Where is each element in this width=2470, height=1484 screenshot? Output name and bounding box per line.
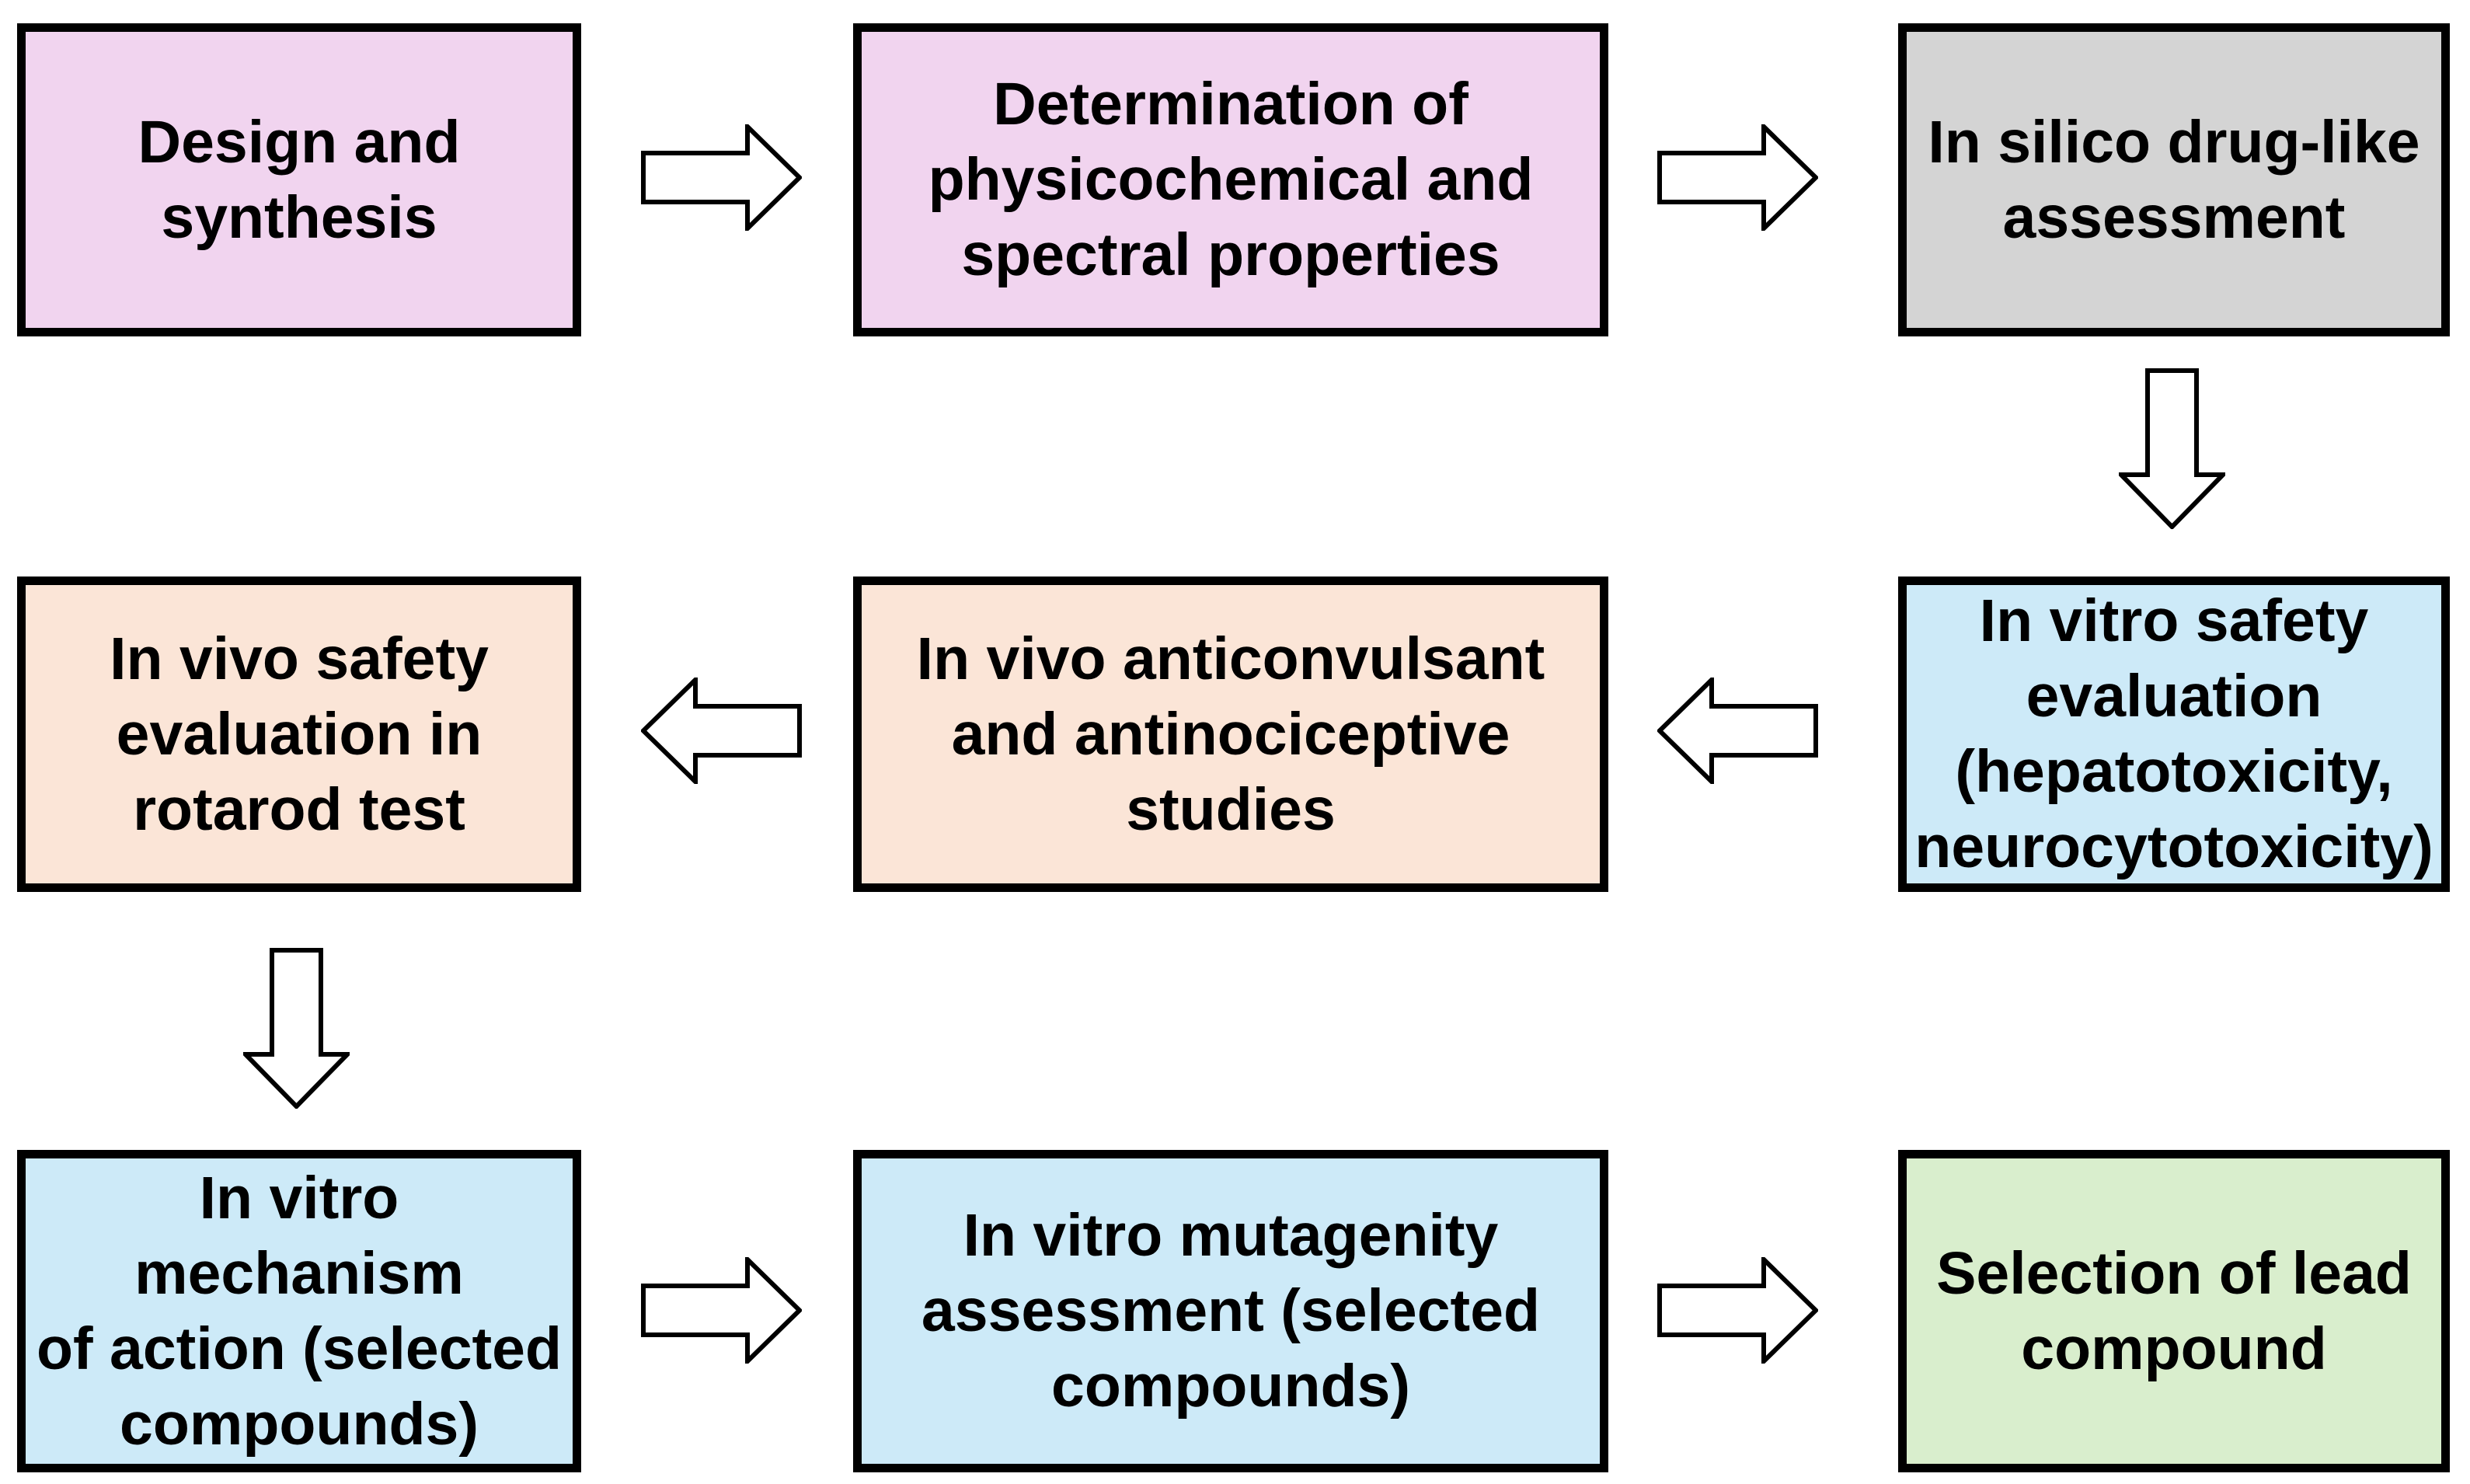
box-text-line: Selection of lead bbox=[1936, 1239, 2412, 1307]
arrow-down-icon bbox=[243, 948, 350, 1109]
box-text-line: assessment bbox=[2002, 183, 2346, 251]
box-text-line: assessment (selected bbox=[921, 1277, 1541, 1344]
box-text-line: In vivo anticonvulsant bbox=[916, 625, 1545, 692]
box-text-line: studies bbox=[1126, 775, 1336, 843]
flow-box-in-vitro-mechanism: In vitro mechanism of action (selected c… bbox=[17, 1150, 581, 1472]
flow-box-design-and-synthesis: Design and synthesis bbox=[17, 23, 581, 336]
arrow-left-icon bbox=[641, 678, 802, 784]
box-text-line: mechanism bbox=[134, 1239, 464, 1307]
box-text-line: neurocytotoxicity) bbox=[1914, 813, 2433, 880]
flow-box-in-vivo-anticonvulsant-studies: In vivo anticonvulsant and antinocicepti… bbox=[853, 577, 1608, 892]
box-text-line: In vitro mutagenity bbox=[963, 1202, 1499, 1269]
box-text-line: compound bbox=[2021, 1315, 2327, 1382]
box-text-line: synthesis bbox=[161, 183, 437, 251]
arrow-left-icon bbox=[1657, 678, 1818, 784]
box-text-line: physicochemical and bbox=[928, 146, 1534, 213]
box-text-line: In vivo safety bbox=[110, 625, 489, 692]
arrow-down-icon bbox=[2119, 368, 2225, 529]
arrow-right-icon bbox=[1657, 1257, 1818, 1364]
box-text-line: Design and bbox=[138, 108, 461, 176]
box-text-line: In vitro bbox=[199, 1164, 399, 1231]
box-text-line: In silico drug-like bbox=[1928, 108, 2420, 176]
box-text-line: compounds) bbox=[1051, 1353, 1410, 1420]
arrow-right-icon bbox=[1657, 124, 1818, 231]
box-text-line: Determination of bbox=[993, 71, 1468, 138]
flow-box-physicochemical-properties: Determination of physicochemical and spe… bbox=[853, 23, 1608, 336]
flow-box-in-vitro-mutagenity: In vitro mutagenity assessment (selected… bbox=[853, 1150, 1608, 1472]
arrow-right-icon bbox=[641, 124, 802, 231]
box-text-line: evaluation in bbox=[116, 700, 483, 768]
box-text-line: In vitro safety bbox=[1979, 587, 2369, 654]
box-text-line: spectral properties bbox=[961, 221, 1500, 288]
flow-box-in-vitro-safety-evaluation: In vitro safety evaluation (hepatotoxici… bbox=[1898, 577, 2450, 892]
flow-box-lead-compound-selection: Selection of lead compound bbox=[1898, 1150, 2450, 1472]
box-text-line: of action (selected bbox=[36, 1315, 563, 1382]
arrow-right-icon bbox=[641, 1257, 802, 1364]
flow-box-in-silico-assessment: In silico drug-like assessment bbox=[1898, 23, 2450, 336]
box-text-line: compounds) bbox=[120, 1390, 479, 1458]
flow-box-in-vivo-rotarod-safety: In vivo safety evaluation in rotarod tes… bbox=[17, 577, 581, 892]
box-text-line: (hepatotoxicity, bbox=[1955, 738, 2393, 805]
box-text-line: evaluation bbox=[2026, 663, 2322, 730]
box-text-line: and antinociceptive bbox=[951, 700, 1510, 768]
box-text-line: rotarod test bbox=[133, 775, 465, 843]
